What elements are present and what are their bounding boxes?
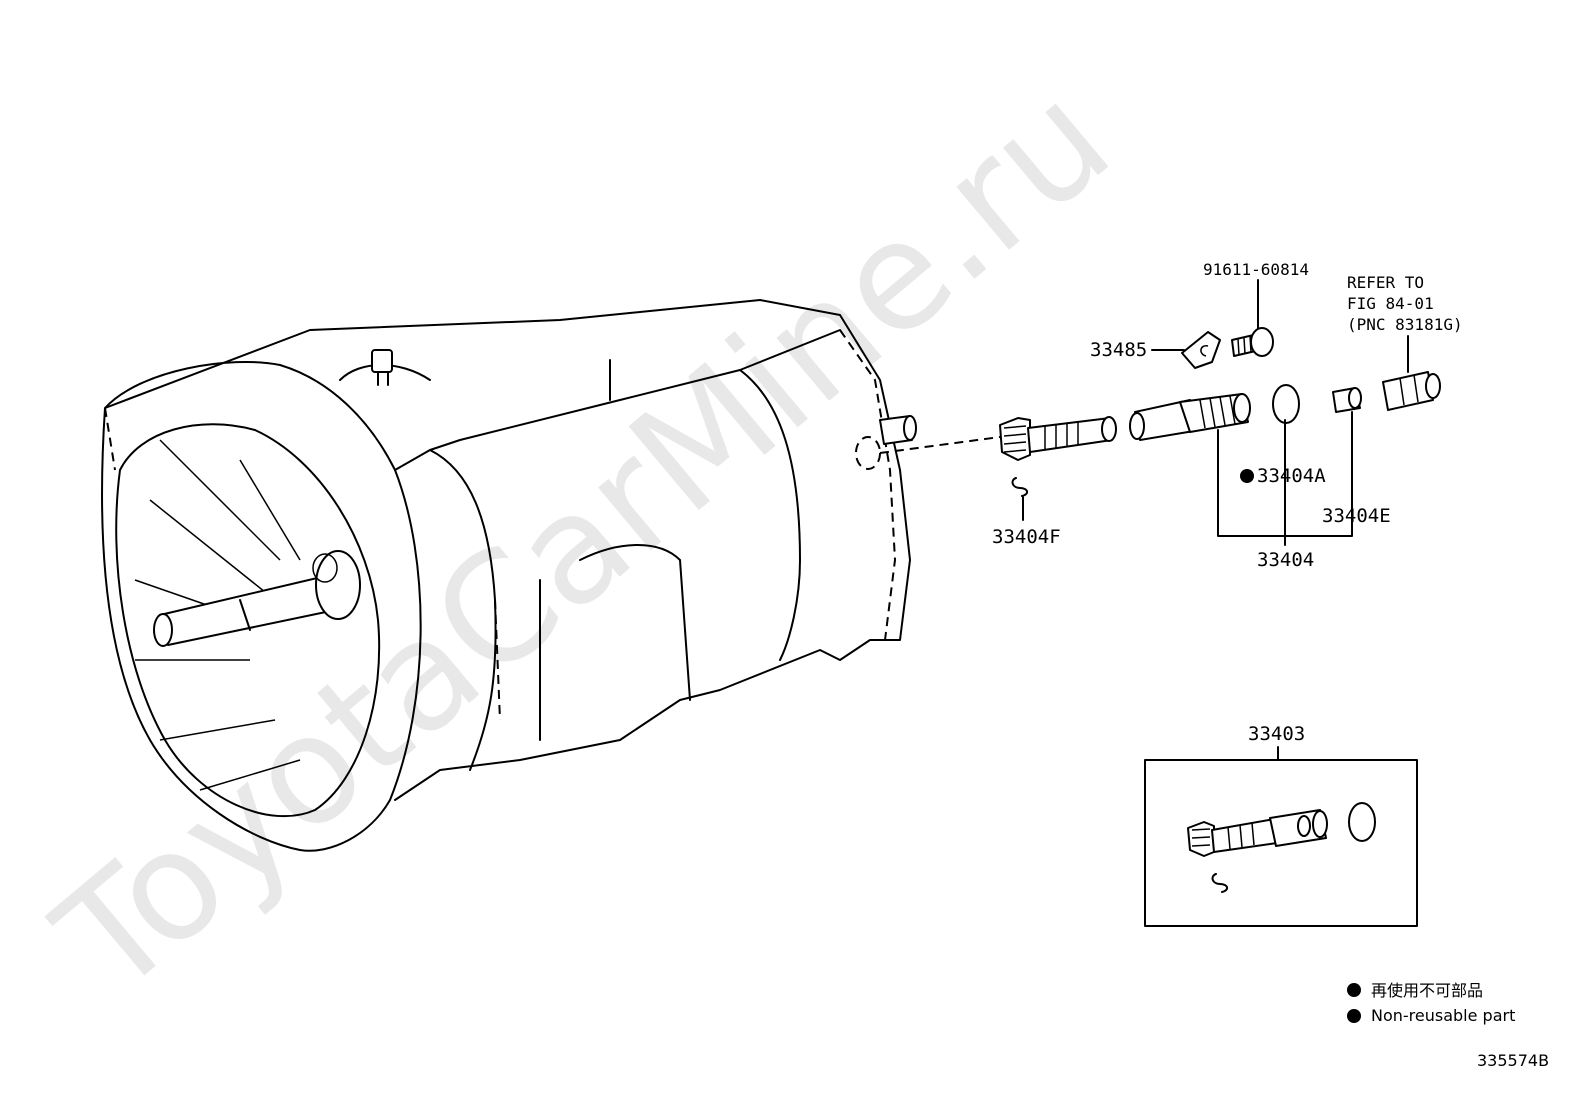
plate-part (1181, 331, 1221, 369)
label-kit: 33403 (1248, 723, 1305, 745)
watermark: ToyotaCarMine.ru (26, 52, 1142, 1028)
sleeve-part (1129, 393, 1251, 441)
small-sleeve-part (1332, 387, 1362, 413)
label-clip: 33404F (992, 526, 1061, 548)
refer-line-3: (PNC 83181G) (1347, 315, 1463, 334)
label-o-ring: 33404A (1257, 465, 1326, 487)
o-ring-part (1272, 384, 1300, 424)
install-guide-line (879, 436, 1001, 454)
refer-line-1: REFER TO (1347, 273, 1424, 292)
legend: 再使用不可部品 Non-reusable part (1347, 981, 1515, 1025)
transmission-housing (101, 299, 917, 852)
legend-english: Non-reusable part (1371, 1006, 1515, 1025)
speed-sensor-part (1382, 371, 1441, 411)
legend-dot-1 (1347, 983, 1361, 997)
legend-dot-2 (1347, 1009, 1361, 1023)
figure-code: 335574B (1477, 1051, 1549, 1070)
non-reusable-dot (1240, 469, 1254, 483)
label-plate: 33485 (1090, 339, 1147, 361)
clip-part (1011, 477, 1028, 521)
kit-contents (1187, 802, 1376, 893)
refer-line-2: FIG 84-01 (1347, 294, 1434, 313)
label-assembly: 33404 (1257, 549, 1314, 571)
label-small-sleeve: 33404E (1322, 505, 1391, 527)
legend-japanese: 再使用不可部品 (1371, 981, 1483, 1000)
bolt-part (1231, 327, 1274, 357)
kit-box (1144, 759, 1418, 927)
label-bolt: 91611-60814 (1203, 260, 1309, 279)
driven-gear-part (999, 416, 1117, 461)
